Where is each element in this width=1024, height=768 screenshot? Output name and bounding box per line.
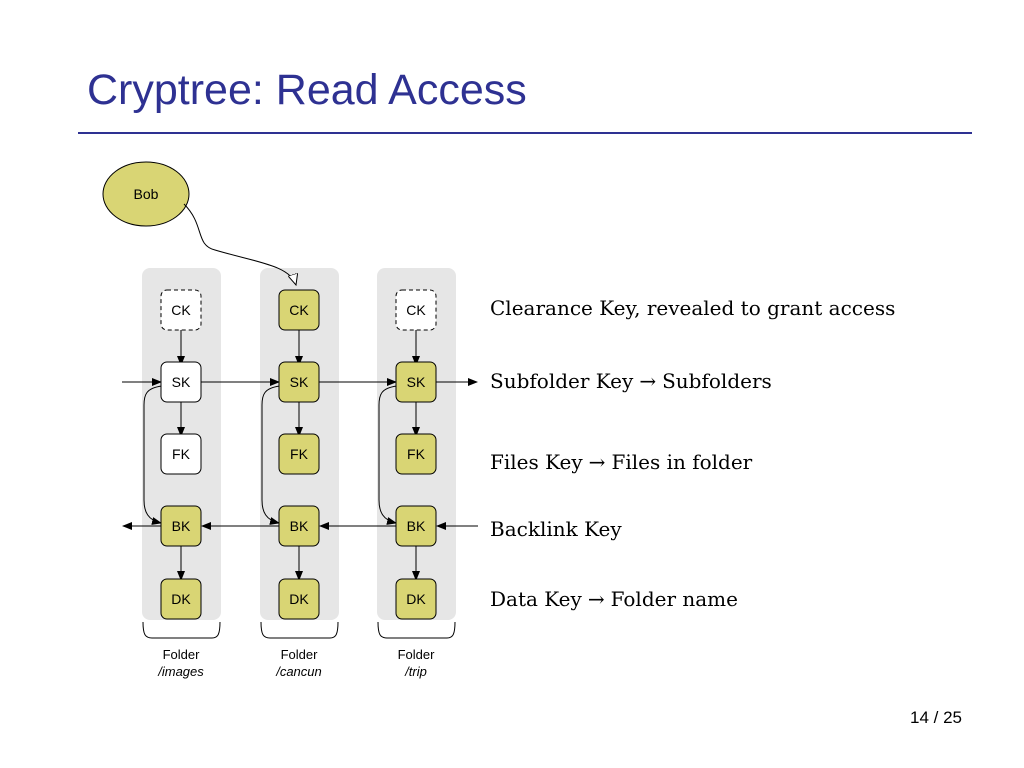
key-box xyxy=(278,578,320,620)
folder-path-trip: /trip xyxy=(404,664,427,679)
key-label: DK xyxy=(289,591,309,607)
key-box xyxy=(395,578,437,620)
brace-cancun xyxy=(260,621,339,639)
folder-captions: Folder /images Folder /cancun Folder /tr… xyxy=(157,647,435,679)
key-bk-trip: BK xyxy=(395,505,437,547)
desc-subfolder-key-left: Subfolder Key xyxy=(490,369,634,393)
key-label: SK xyxy=(407,374,426,390)
key-sk-cancun: SK xyxy=(278,361,320,403)
desc-subfolder-key-right: Subfolders xyxy=(662,369,772,393)
key-label: SK xyxy=(290,374,309,390)
folder-label-trip: Folder xyxy=(398,647,436,662)
bob-grant-arrow xyxy=(183,203,296,285)
key-dk-images: DK xyxy=(160,578,202,620)
desc-subfolder-key: Subfolder Key→Subfolders xyxy=(490,369,772,393)
key-box xyxy=(395,505,437,547)
connector-sk-bk-trip xyxy=(378,385,398,525)
bob-label: Bob xyxy=(134,186,159,202)
key-box xyxy=(160,433,202,475)
slide-title: Cryptree: Read Access xyxy=(87,66,527,114)
key-box xyxy=(395,361,437,403)
key-box xyxy=(278,361,320,403)
key-fk-trip: FK xyxy=(395,433,437,475)
key-label: SK xyxy=(172,374,191,390)
page-number: 14 / 25 xyxy=(910,708,962,727)
key-label: CK xyxy=(406,302,426,318)
desc-files-key-right: Files in folder xyxy=(611,450,753,474)
desc-data-key: Data Key→Folder name xyxy=(490,587,738,611)
desc-clearance-key: Clearance Key, revealed to grant access xyxy=(490,296,896,320)
desc-files-key-left: Files Key xyxy=(490,450,583,474)
key-label: CK xyxy=(289,302,309,318)
right-arrow-icon: → xyxy=(588,450,606,474)
bob-ellipse xyxy=(102,161,190,227)
key-dk-cancun: DK xyxy=(278,578,320,620)
folder-label-images: Folder xyxy=(163,647,201,662)
key-box xyxy=(160,289,202,331)
folder-label-cancun: Folder xyxy=(281,647,319,662)
key-fk-images: FK xyxy=(160,433,202,475)
key-label: BK xyxy=(172,518,191,534)
key-box xyxy=(160,361,202,403)
key-label: BK xyxy=(290,518,309,534)
connector-sk-bk-cancun xyxy=(261,385,281,525)
folder-braces xyxy=(142,621,456,639)
key-box xyxy=(278,505,320,547)
brace-trip xyxy=(377,621,456,639)
key-label: FK xyxy=(290,446,309,462)
right-arrow-icon: → xyxy=(587,587,605,611)
key-fk-cancun: FK xyxy=(278,433,320,475)
key-label: FK xyxy=(172,446,191,462)
connector-sk-bk-images xyxy=(143,385,163,525)
key-ck-trip: CK xyxy=(395,289,437,331)
sk-to-bk-connectors xyxy=(143,385,398,525)
key-bk-images: BK xyxy=(160,505,202,547)
key-ck-images: CK xyxy=(160,289,202,331)
key-sk-trip: SK xyxy=(395,361,437,403)
key-dk-trip: DK xyxy=(395,578,437,620)
desc-files-key: Files Key→Files in folder xyxy=(490,450,752,474)
desc-data-key-left: Data Key xyxy=(490,587,582,611)
bob-node: Bob xyxy=(102,161,190,227)
key-boxes: CK SK FK BK DK CK SK FK BK DK CK SK FK BK DK xyxy=(160,289,437,620)
brace-images xyxy=(142,621,221,639)
right-arrow-icon: → xyxy=(639,369,657,393)
key-label: FK xyxy=(407,446,426,462)
key-label: DK xyxy=(171,591,191,607)
key-box xyxy=(160,578,202,620)
key-box xyxy=(278,289,320,331)
key-sk-images: SK xyxy=(160,361,202,403)
key-ck-cancun: CK xyxy=(278,289,320,331)
title-divider xyxy=(78,132,972,134)
vertical-arrows xyxy=(177,330,420,581)
key-box xyxy=(395,433,437,475)
key-bk-cancun: BK xyxy=(278,505,320,547)
desc-backlink-key: Backlink Key xyxy=(490,517,622,541)
key-box xyxy=(160,505,202,547)
key-label: CK xyxy=(171,302,191,318)
folder-path-cancun: /cancun xyxy=(275,664,322,679)
key-box xyxy=(395,289,437,331)
desc-data-key-right: Folder name xyxy=(610,587,738,611)
key-box xyxy=(278,433,320,475)
key-label: DK xyxy=(406,591,426,607)
folder-path-images: /images xyxy=(157,664,204,679)
key-label: BK xyxy=(407,518,426,534)
